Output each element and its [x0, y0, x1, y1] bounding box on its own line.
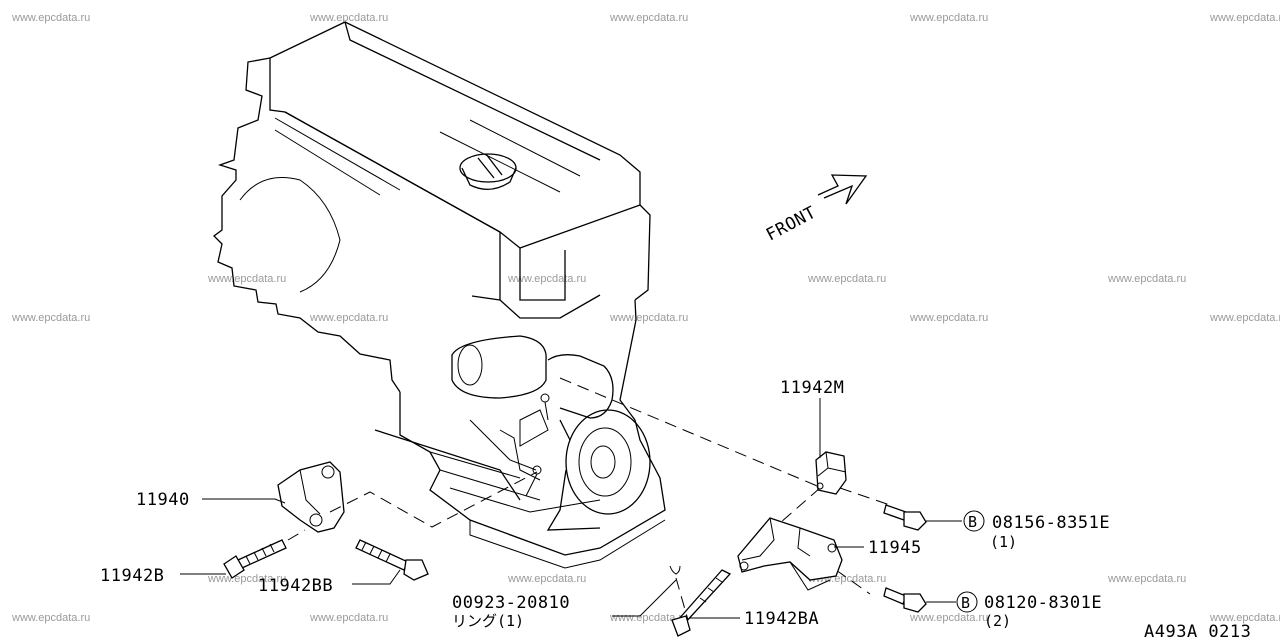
- part-label-08156-8351E[interactable]: 08156-8351E: [992, 513, 1110, 533]
- part-label-08120-8301E[interactable]: 08120-8301E: [984, 593, 1102, 613]
- assembly-guide-line: [835, 569, 871, 595]
- watermark: www.epcdata.ru: [309, 12, 388, 24]
- bolt-marker-08120: B: [956, 591, 978, 613]
- watermark: www.epcdata.ru: [609, 612, 688, 624]
- part-11945-bracket: [737, 517, 843, 591]
- watermark: www.epcdata.ru: [807, 273, 886, 285]
- watermark: www.epcdata.ru: [1209, 312, 1280, 324]
- bolt-marker-08156: B: [963, 510, 985, 532]
- front-direction-indicator: FRONT: [763, 174, 868, 246]
- assembly-guide-line: [771, 487, 821, 531]
- watermark: www.epcdata.ru: [1107, 573, 1186, 585]
- watermark: www.epcdata.ru: [309, 312, 388, 324]
- drawing-code: A493A 0213: [1144, 622, 1251, 640]
- ring-00923: [669, 565, 689, 621]
- assembly-guide-line: [559, 377, 823, 489]
- watermark: www.epcdata.ru: [1209, 612, 1280, 624]
- watermark: www.epcdata.ru: [11, 12, 90, 24]
- part-qty-08120: (2): [984, 612, 1011, 630]
- watermark: www.epcdata.ru: [1107, 273, 1186, 285]
- watermark: www.epcdata.ru: [609, 312, 688, 324]
- watermark: www.epcdata.ru: [909, 612, 988, 624]
- engine-block-illustration: [213, 21, 666, 569]
- front-arrow-icon: [817, 174, 868, 205]
- part-label-11942BA[interactable]: 11942BA: [744, 609, 819, 629]
- watermark: www.epcdata.ru: [507, 573, 586, 585]
- part-label-11942BB[interactable]: 11942BB: [258, 576, 333, 596]
- bolt-marker-letter: B: [968, 513, 977, 531]
- assembly-guide-line: [839, 487, 891, 506]
- watermark: www.epcdata.ru: [909, 312, 988, 324]
- part-label-11940[interactable]: 11940: [136, 490, 190, 510]
- watermark: www.epcdata.ru: [609, 12, 688, 24]
- part-qty-08156: (1): [990, 533, 1017, 551]
- bolt-11942BB: [355, 539, 429, 581]
- bolt-marker-letter: B: [961, 594, 970, 612]
- watermark: www.epcdata.ru: [309, 612, 388, 624]
- watermark: www.epcdata.ru: [207, 573, 286, 585]
- leader-lines: [180, 398, 962, 619]
- assembly-guide-line: [287, 529, 306, 541]
- bolt-11942B: [223, 539, 287, 579]
- part-label-11942B[interactable]: 11942B: [100, 566, 164, 586]
- part-label-00923-20810[interactable]: 00923-20810: [452, 593, 570, 613]
- part-11942M-block: [815, 451, 847, 495]
- bolt-11942BA: [671, 569, 732, 637]
- watermark: www.epcdata.ru: [1209, 12, 1280, 24]
- bolt-08156: [883, 504, 927, 531]
- part-label-11942M[interactable]: 11942M: [780, 378, 844, 398]
- part-11940-bracket: [277, 461, 345, 533]
- part-note-00923: リング(1): [452, 612, 524, 630]
- bolt-08120: [883, 587, 927, 613]
- part-label-11945[interactable]: 11945: [868, 538, 922, 558]
- front-label: FRONT: [763, 203, 820, 246]
- watermark: www.epcdata.ru: [507, 273, 586, 285]
- watermark-layer: www.epcdata.ru www.epcdata.ru www.epcdat…: [11, 12, 1280, 624]
- watermark: www.epcdata.ru: [207, 273, 286, 285]
- watermark: www.epcdata.ru: [11, 612, 90, 624]
- watermark: www.epcdata.ru: [909, 12, 988, 24]
- watermark: www.epcdata.ru: [11, 312, 90, 324]
- assembly-guide-line: [329, 471, 538, 528]
